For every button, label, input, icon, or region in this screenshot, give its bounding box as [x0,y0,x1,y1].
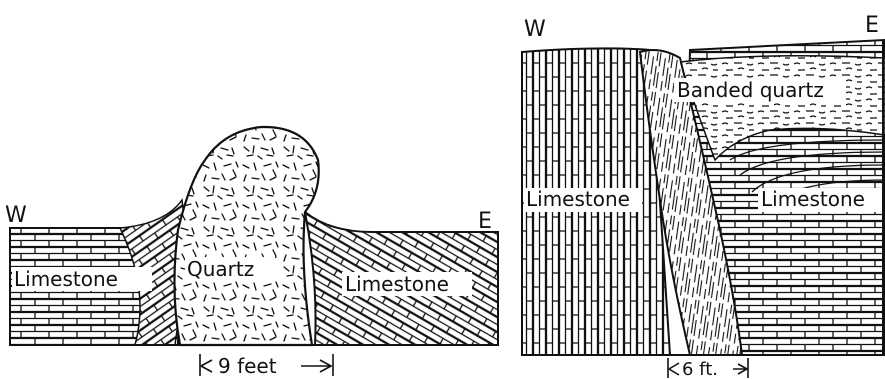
quartz-intrusion [174,127,318,345]
right-scale-label: 6 ft. [682,359,718,379]
right-east-label: E [865,13,879,38]
banded-quartz-label: Banded quartz [677,78,824,102]
right-cross-section: W E Banded quartz Limestone Limestone 6 … [522,13,885,379]
right-limestone-right-label: Limestone [761,187,865,211]
right-limestone-left-label: Limestone [526,187,630,211]
left-limestone-label: Limestone [14,267,118,291]
left-scale-label: 9 feet [218,354,277,378]
left-cross-section: W E Limestone Quartz Limestone 9 feet [5,127,498,378]
left-west-label: W [5,203,27,228]
quartz-label: Quartz [187,257,254,281]
right-west-label: W [524,17,546,42]
left-east-label: E [478,209,492,234]
right-limestone-label: Limestone [345,272,449,296]
